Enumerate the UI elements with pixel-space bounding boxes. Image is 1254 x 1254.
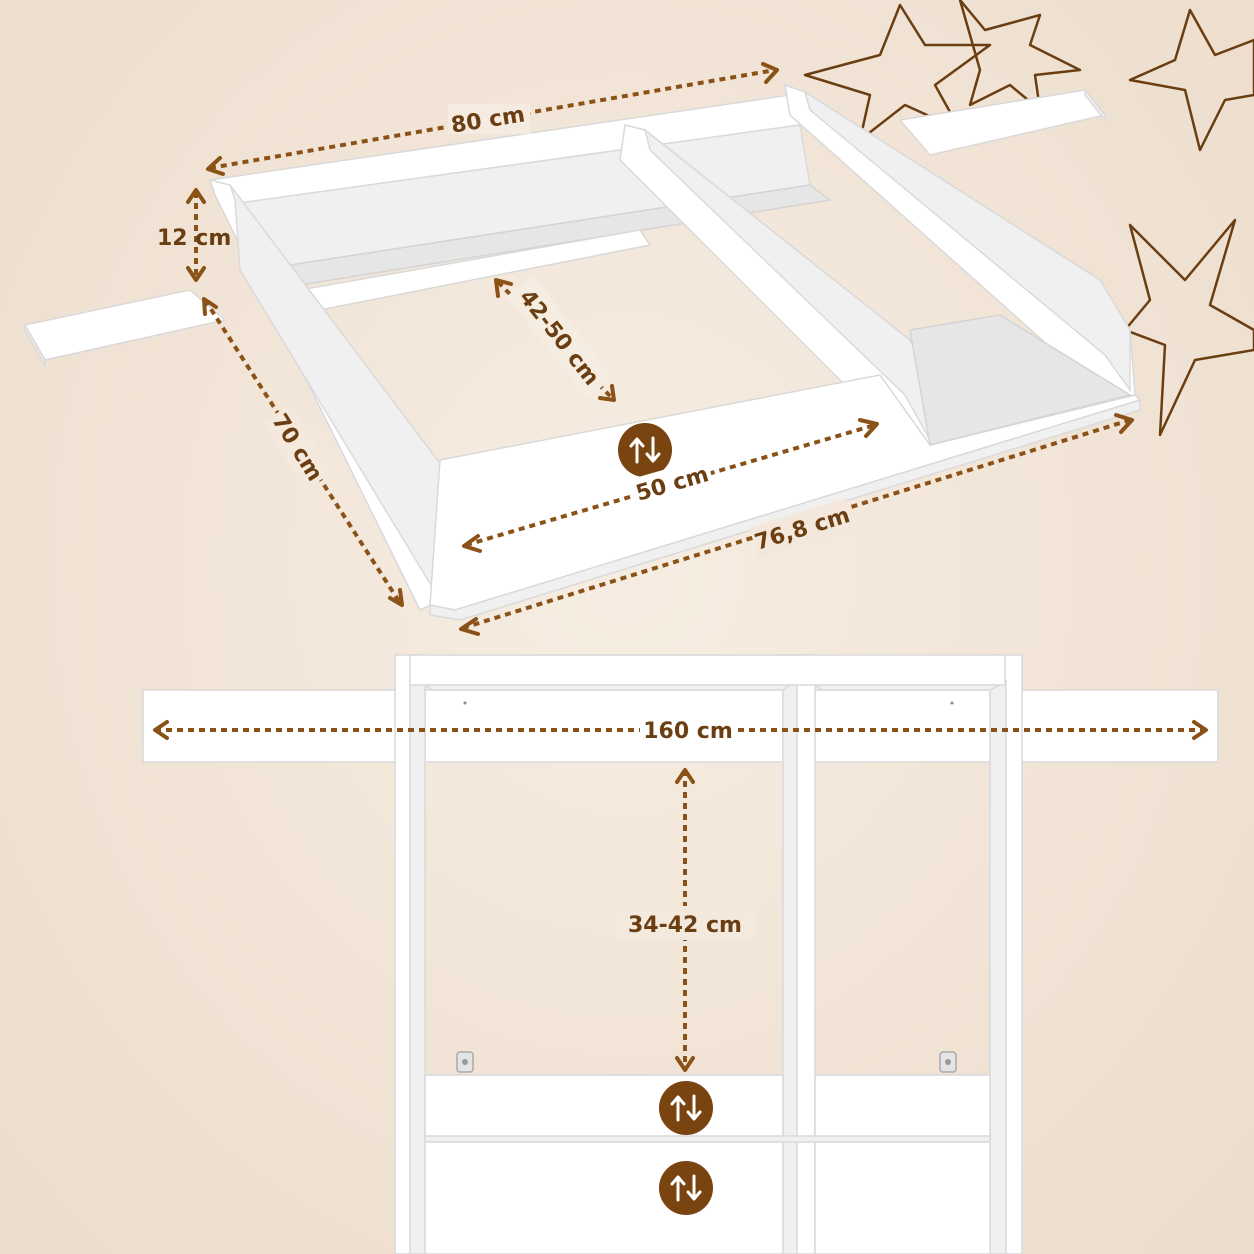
dim-160cm: 160 cm <box>153 714 1208 746</box>
dim-34-42cm: 34-42 cm <box>615 768 755 1072</box>
adjust-arrows-icon <box>657 1159 715 1217</box>
label-42-50cm: 42-50 cm <box>514 285 604 390</box>
lower-front-board <box>424 1141 784 1254</box>
star-icon <box>803 3 992 142</box>
label-160cm: 160 cm <box>643 719 733 744</box>
adjust-arrows-icon <box>657 1079 715 1137</box>
label-34-42cm: 34-42 cm <box>628 913 742 938</box>
star-icon <box>1128 8 1254 152</box>
star-icon <box>958 0 1082 112</box>
dim-80cm: 80 cm <box>206 62 779 176</box>
adjust-arrows-icon <box>616 421 674 479</box>
upper-front-board <box>424 1074 784 1141</box>
star-icon <box>1123 218 1254 437</box>
dim-42-50cm: 42-50 cm <box>494 275 616 402</box>
dim-12cm: 12 cm <box>157 188 231 282</box>
label-12cm: 12 cm <box>157 226 231 251</box>
